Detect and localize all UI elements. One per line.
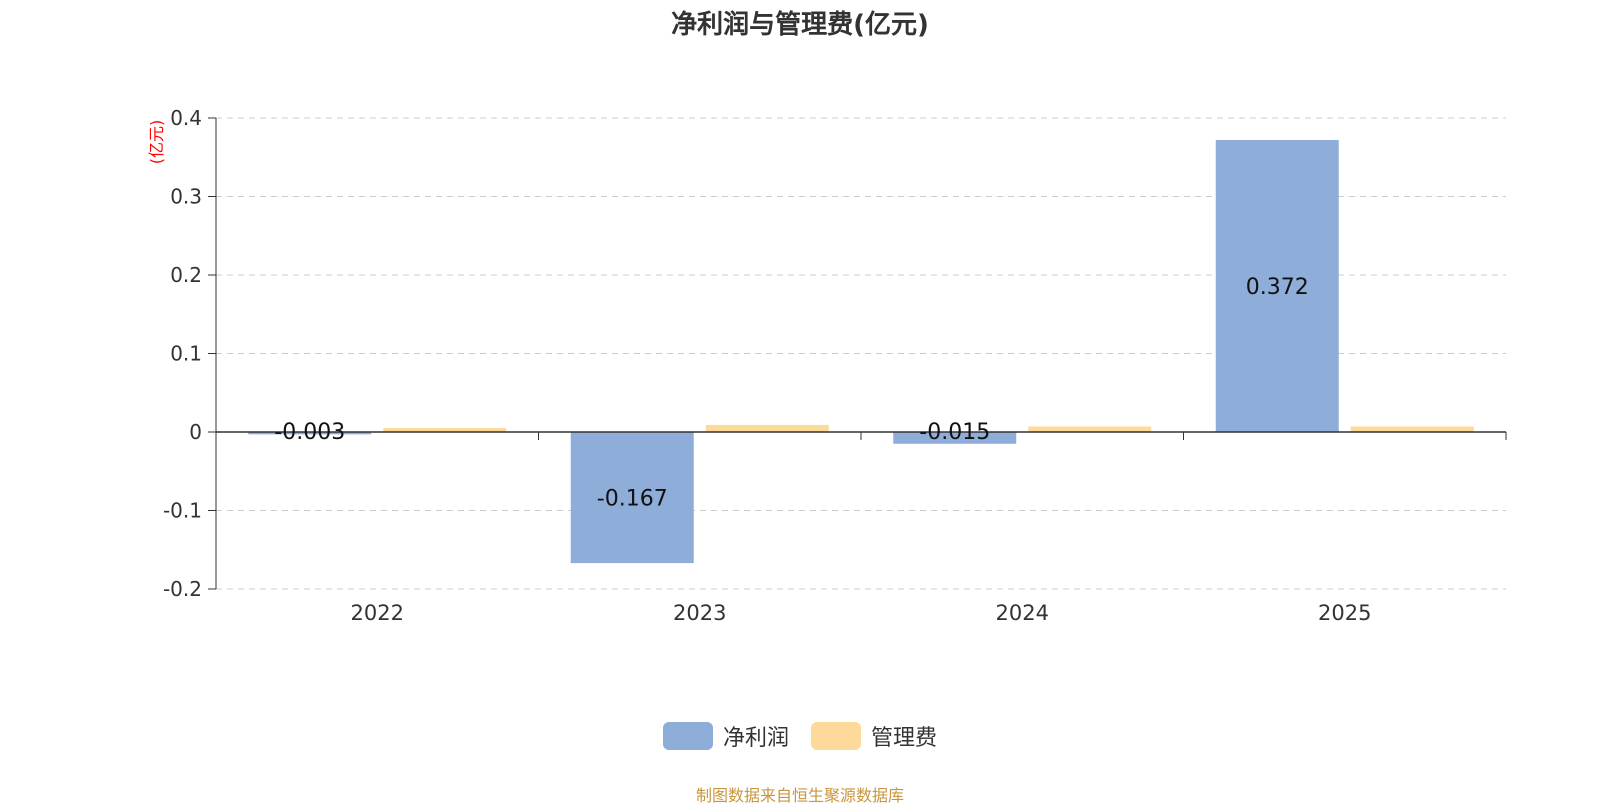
grid-lines [216, 117, 1506, 590]
bar-admin-expense-2022[interactable] [383, 428, 507, 432]
y-tick-label: -0.2 [163, 577, 202, 601]
legend-item-admin-expense[interactable]: 管理费 [811, 720, 937, 752]
legend-swatch-net-profit [662, 722, 713, 750]
chart-title: 净利润与管理费(亿元) [671, 10, 929, 40]
bars [248, 139, 1474, 564]
data-label-2022: -0.003 [274, 420, 345, 445]
bar-admin-expense-2023[interactable] [705, 424, 829, 432]
y-axis-unit-label: (亿元) [147, 120, 166, 165]
data-label-2023: -0.167 [597, 487, 668, 512]
legend-swatch-admin-expense [811, 722, 861, 750]
axes [208, 117, 1507, 590]
x-tick-label-2023: 2023 [673, 601, 726, 625]
data-label-2025: 0.372 [1246, 275, 1309, 300]
y-tick-label: 0.2 [170, 263, 202, 287]
x-tick-label-2024: 2024 [996, 601, 1049, 625]
y-tick-label: 0 [189, 420, 202, 444]
y-tick-label: 0.1 [170, 342, 202, 366]
legend: 净利润 管理费 [0, 720, 1600, 752]
labels: 0.4 0.3 0.2 0.1 0 -0.1 -0.2 (亿元) -0.003 2022 -0.16… [147, 106, 1371, 625]
y-tick-label: 0.3 [170, 185, 202, 209]
bar-net-profit-2024[interactable] [893, 432, 1017, 444]
data-label-2024: -0.015 [919, 420, 990, 445]
bar-net-profit-2023[interactable] [570, 432, 694, 564]
source-note: 制图数据来自恒生聚源数据库 [695, 786, 904, 805]
bar-net-profit-2022[interactable] [248, 432, 372, 435]
legend-label-admin-expense: 管理费 [871, 726, 938, 751]
y-tick-label: 0.4 [170, 106, 202, 130]
x-tick-label-2022: 2022 [351, 601, 404, 625]
bar-net-profit-2025[interactable] [1215, 139, 1339, 433]
bar-admin-expense-2024[interactable] [1028, 426, 1152, 432]
x-tick-label-2025: 2025 [1318, 601, 1371, 625]
legend-item-net-profit[interactable]: 净利润 [662, 720, 789, 752]
legend-label-net-profit: 净利润 [722, 726, 789, 751]
bar-admin-expense-2025[interactable] [1350, 426, 1474, 432]
y-tick-label: -0.1 [163, 499, 202, 523]
